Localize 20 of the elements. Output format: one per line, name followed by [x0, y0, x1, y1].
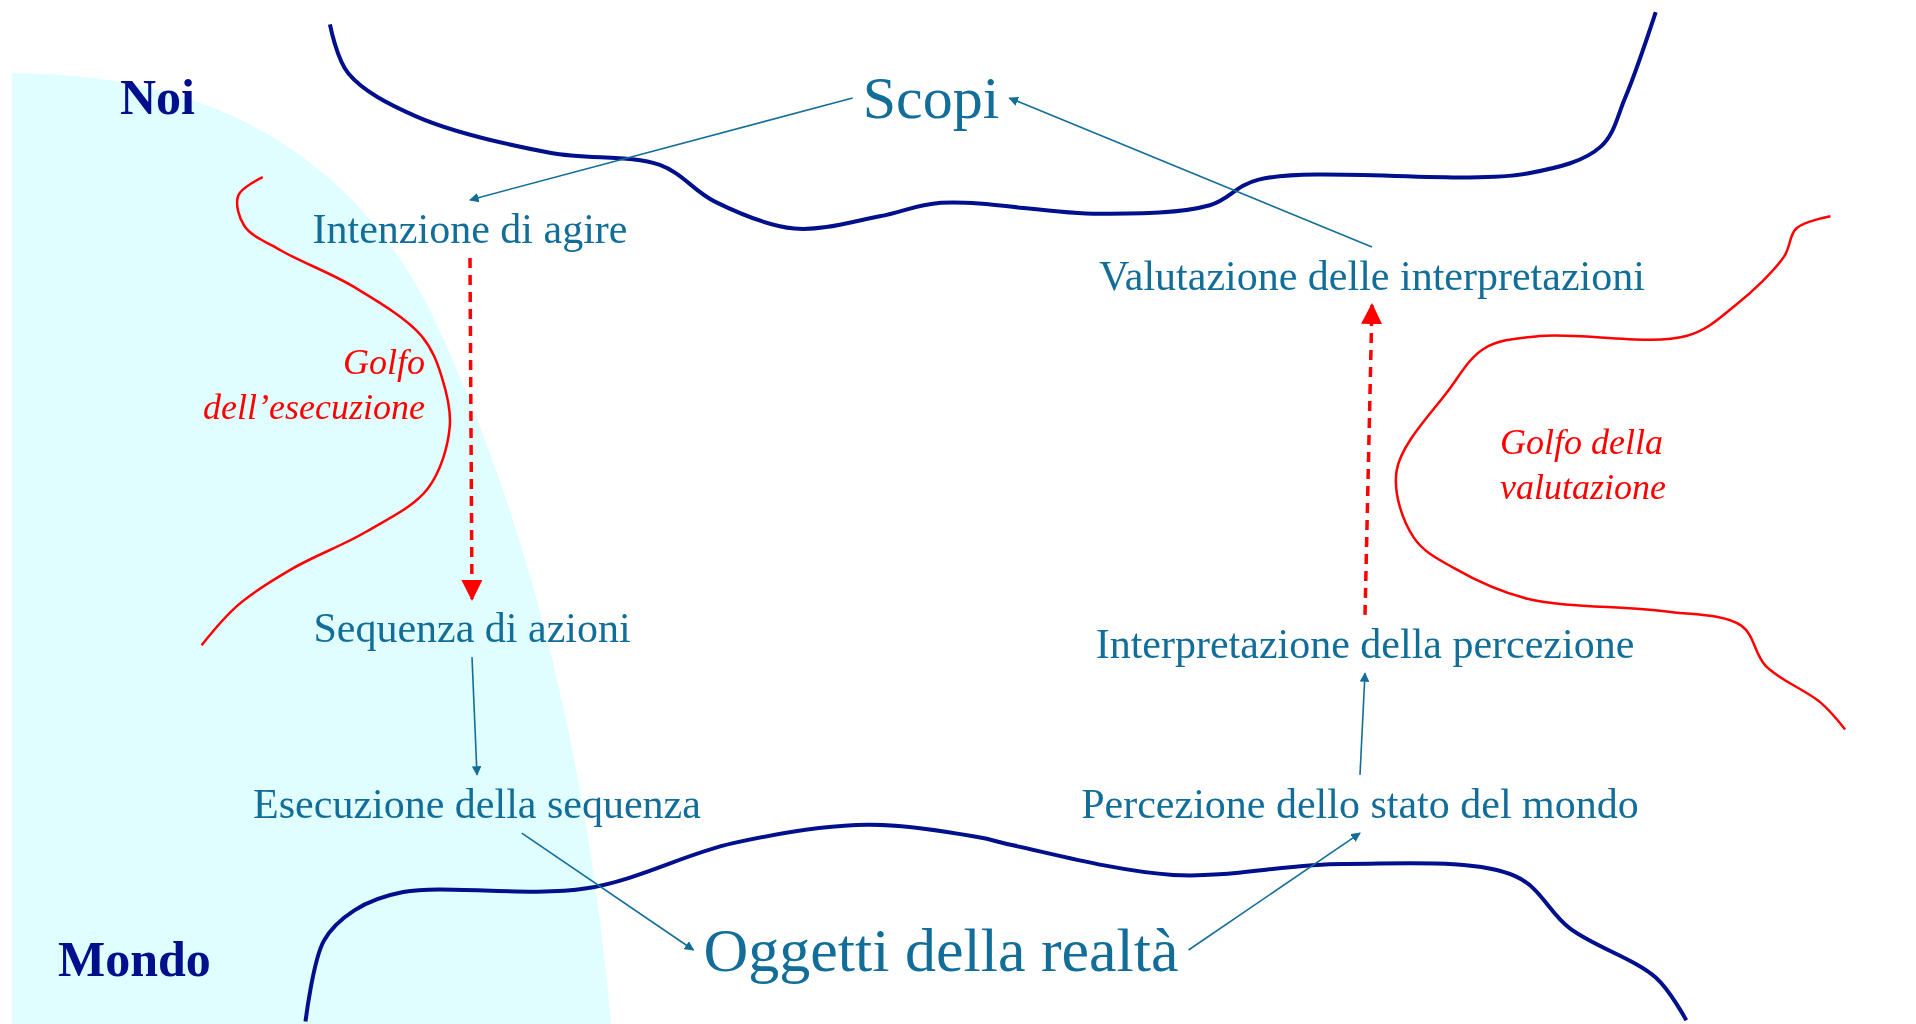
arrow	[469, 97, 854, 203]
arrow	[1008, 96, 1373, 248]
gulf-label: Golfo dell’esecuzione	[202, 341, 425, 429]
stage-label: Oggetti della realtà	[703, 915, 1179, 985]
stage-label: Esecuzione della sequenza	[253, 780, 701, 828]
arrow	[461, 258, 483, 601]
stage-label: Sequenza di azioni	[313, 604, 631, 652]
region-label: Mondo	[58, 930, 211, 989]
arrow	[1361, 303, 1383, 615]
arrow	[1359, 672, 1370, 776]
region-label: Noi	[120, 68, 195, 127]
arrow	[471, 656, 482, 776]
stage-label: Valutazione delle interpretazioni	[1099, 252, 1645, 300]
stage-label: Percezione dello stato del mondo	[1081, 780, 1639, 828]
stage-label: Intenzione di agire	[312, 205, 628, 253]
arrow	[1187, 832, 1361, 951]
stage-label: Interpretazione della percezione	[1095, 620, 1635, 668]
gulf-label: Golfo della valutazione	[1500, 421, 1667, 509]
arrow	[521, 832, 695, 951]
stage-label: Scopi	[862, 65, 1000, 131]
